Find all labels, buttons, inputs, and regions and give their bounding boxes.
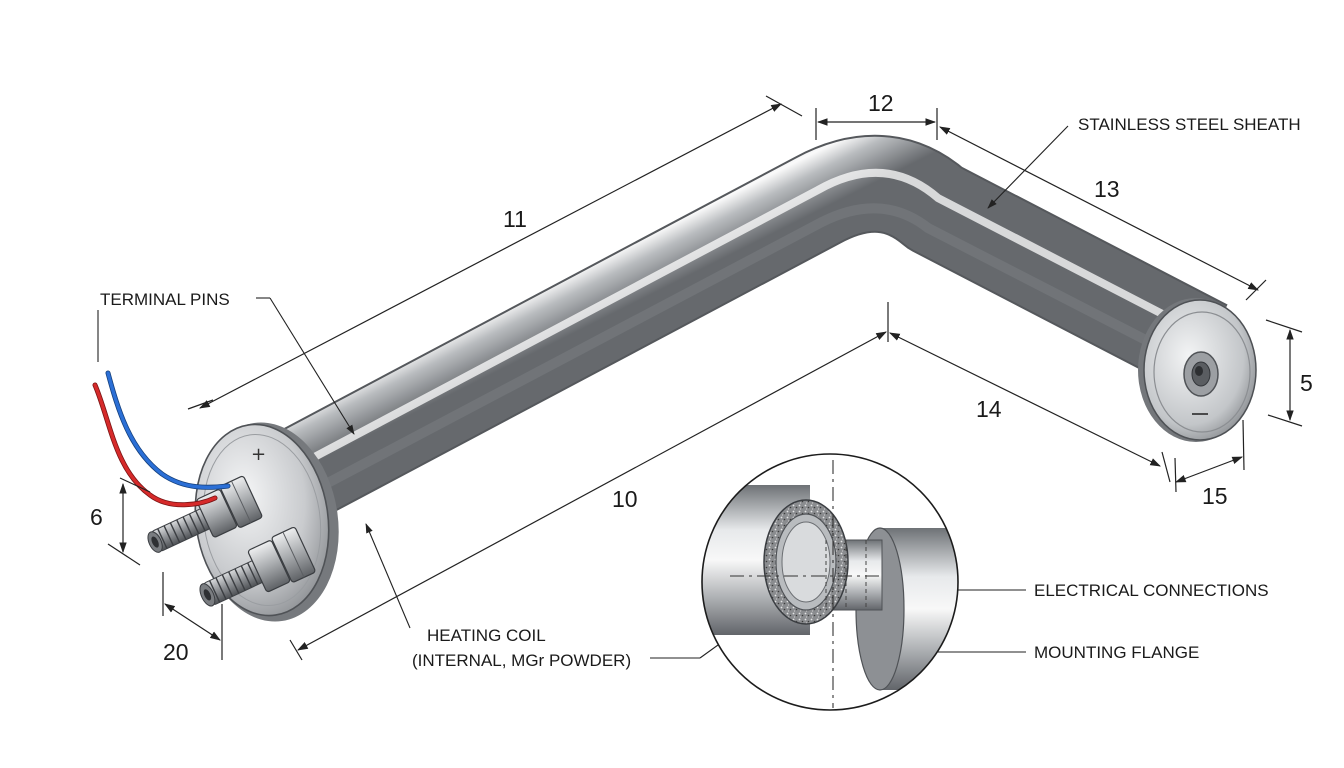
end-cap xyxy=(1138,298,1257,442)
dimension-11 xyxy=(187,95,803,410)
detail-inset xyxy=(701,453,959,711)
dim-label-6: 6 xyxy=(90,504,103,530)
dimension-12 xyxy=(815,108,938,140)
terminal-pin-upper xyxy=(147,475,263,553)
dimension-6 xyxy=(107,477,151,566)
mounting-flange-label: MOUNTING FLANGE xyxy=(1034,643,1199,662)
dimension-13 xyxy=(939,126,1267,301)
dimension-5 xyxy=(1265,319,1303,427)
dim-label-10: 10 xyxy=(612,486,638,512)
dimension-15 xyxy=(1174,419,1245,493)
terminal-pins-leader xyxy=(269,297,355,435)
sheath-leader xyxy=(987,125,1069,209)
heating-coil-label: HEATING COIL xyxy=(427,626,546,645)
blue-wire xyxy=(106,371,230,490)
electrical-connections-label: ELECTRICAL CONNECTIONS xyxy=(1034,581,1269,600)
dim-label-20: 20 xyxy=(163,639,189,665)
heating-coil-leader xyxy=(365,523,411,629)
red-wire xyxy=(93,383,217,507)
stainless-steel-sheath-label: STAINLESS STEEL SHEATH xyxy=(1078,115,1301,134)
heating-coil-sublabel: (INTERNAL, MGr POWDER) xyxy=(412,651,631,670)
dim-label-5: 5 xyxy=(1300,370,1313,396)
terminal-pins-label: TERMINAL PINS xyxy=(100,290,230,309)
dimension-10 xyxy=(289,331,887,661)
dim-label-12: 12 xyxy=(868,90,894,116)
dim-label-11: 11 xyxy=(503,206,527,232)
dim-label-15: 15 xyxy=(1202,483,1228,509)
lead-wires xyxy=(92,370,231,508)
dimension-20 xyxy=(162,572,223,660)
plus-mark: + xyxy=(251,444,266,465)
sheath-tube xyxy=(277,134,1228,519)
dim-label-14: 14 xyxy=(976,396,1002,422)
dim-label-13: 13 xyxy=(1094,176,1120,202)
dimension-14 xyxy=(887,302,1171,483)
